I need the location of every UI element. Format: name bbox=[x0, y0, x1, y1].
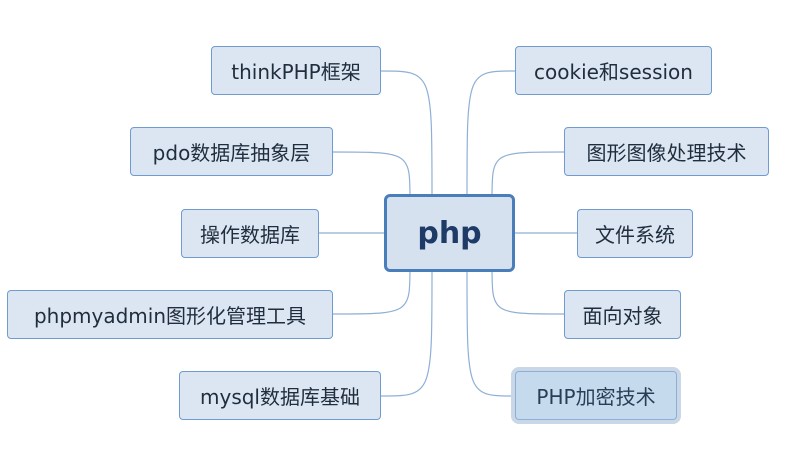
connector-r3 bbox=[491, 265, 565, 315]
topic-file-system[interactable]: 文件系统 bbox=[577, 209, 693, 258]
topic-object-oriented[interactable]: 面向对象 bbox=[564, 290, 681, 339]
connector-l1 bbox=[332, 151, 411, 201]
connector-r1 bbox=[491, 151, 565, 201]
topic-image-processing[interactable]: 图形图像处理技术 bbox=[564, 127, 769, 176]
topic-php-encryption[interactable]: PHP加密技术 bbox=[515, 371, 677, 420]
connector-r0 bbox=[466, 70, 516, 195]
topic-phpmyadmin-tool[interactable]: phpmyadmin图形化管理工具 bbox=[7, 290, 333, 339]
central-topic[interactable]: php bbox=[384, 194, 515, 272]
connector-l0 bbox=[380, 70, 433, 195]
topic-cookie-session[interactable]: cookie和session bbox=[515, 46, 712, 95]
topic-thinkphp-framework[interactable]: thinkPHP框架 bbox=[211, 46, 381, 95]
topic-mysql-basics[interactable]: mysql数据库基础 bbox=[179, 371, 381, 420]
topic-database-operations[interactable]: 操作数据库 bbox=[181, 209, 319, 258]
connector-r4 bbox=[466, 271, 516, 397]
topic-pdo-abstraction-layer[interactable]: pdo数据库抽象层 bbox=[130, 127, 333, 176]
connector-l3 bbox=[332, 265, 411, 315]
connector-l4 bbox=[380, 271, 433, 397]
